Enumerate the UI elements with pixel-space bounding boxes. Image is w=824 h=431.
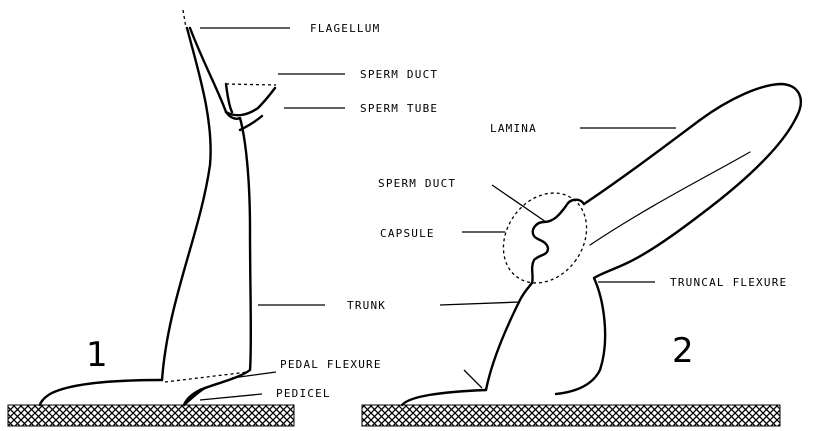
flagellum-tip <box>183 10 186 28</box>
sperm-tube-notch <box>240 116 262 130</box>
label-sperm-tube: SPERM TUBE <box>360 102 438 115</box>
specimen-1 <box>40 10 276 405</box>
figure-number-1: 1 <box>86 335 108 375</box>
lamina-upper <box>584 84 801 204</box>
truncal-flexure <box>556 264 625 394</box>
label-pedal-flexure: PEDAL FLEXURE <box>280 358 382 371</box>
substrate-right <box>362 405 780 426</box>
label-flagellum: FLAGELLUM <box>310 22 380 35</box>
leader-sperm-duct-2 <box>492 185 546 222</box>
leader-pedal-2 <box>464 370 482 388</box>
lamina-inner-line <box>590 152 750 245</box>
sperm-tube <box>226 88 275 115</box>
leader-pedicel <box>200 394 262 400</box>
pedal-disc-2 <box>402 390 486 405</box>
figure-number-2: 2 <box>672 331 694 371</box>
capsule-outline <box>532 200 584 283</box>
sperm-duct-wall <box>226 84 232 112</box>
trunk-left-outline <box>162 28 211 380</box>
lamina-lower <box>625 118 796 264</box>
capsule-dashed <box>486 177 603 299</box>
pedal-disc-left <box>40 380 162 405</box>
leader-trunk-2 <box>440 302 520 305</box>
trunk-left-outline-2 <box>486 283 532 390</box>
label-trunk: TRUNK <box>347 299 386 312</box>
label-sperm-duct-1: SPERM DUCT <box>360 68 438 81</box>
specimen-2 <box>402 84 801 405</box>
label-capsule: CAPSULE <box>380 227 435 240</box>
label-sperm-duct-2: SPERM DUCT <box>378 177 456 190</box>
sperm-duct-dotted <box>226 84 276 85</box>
label-lamina: LAMINA <box>490 122 537 135</box>
pedal-disc-right <box>184 388 205 405</box>
label-truncal-flexure: TRUNCAL FLEXURE <box>670 276 787 289</box>
substrate-left <box>8 405 294 426</box>
label-pedicel: PEDICEL <box>276 387 331 400</box>
